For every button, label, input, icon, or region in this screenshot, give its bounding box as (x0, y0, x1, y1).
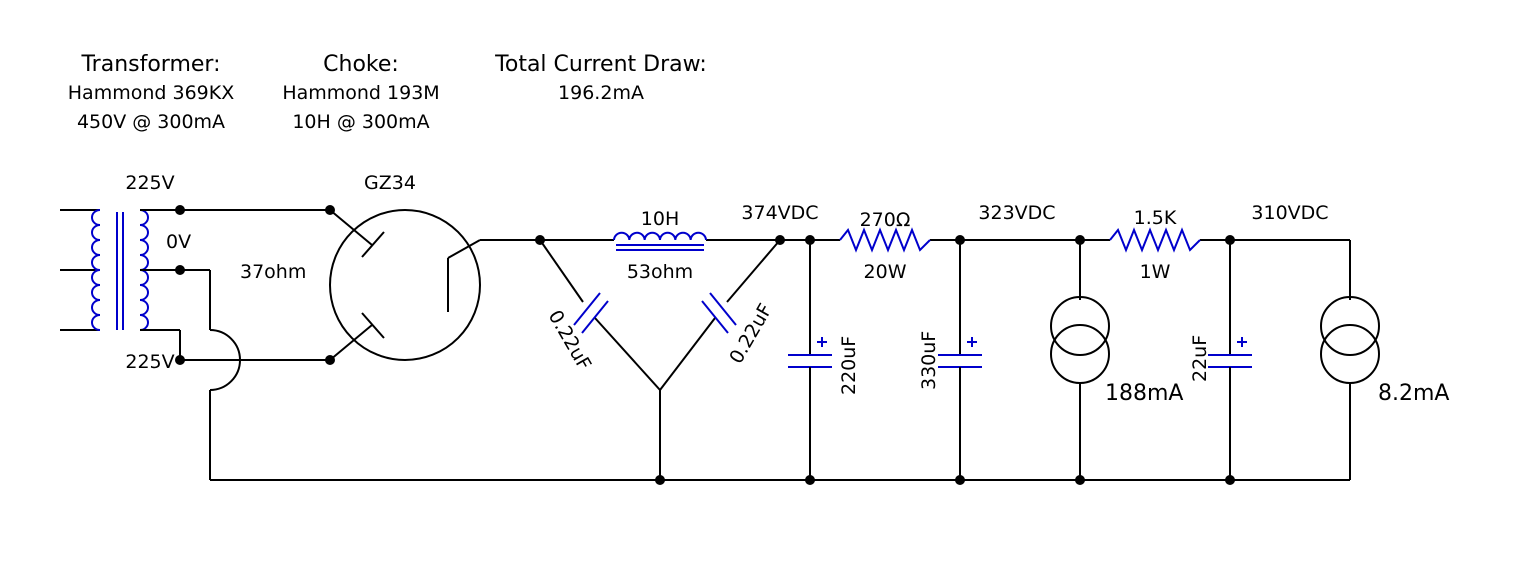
snubber-cap-right-label: 0.22uF (725, 300, 777, 368)
winding-resistance-label: 37ohm (240, 261, 306, 283)
tap-bottom-label: 225V (125, 351, 174, 373)
transformer-model: Hammond 369KX (68, 82, 234, 104)
resistor-1k5 (1109, 227, 1201, 253)
node2-voltage-label: 323VDC (978, 202, 1055, 224)
current-load-8-2ma (1320, 296, 1380, 480)
choke-title: Choke: (323, 52, 399, 77)
cap1-label: 220uF (838, 336, 860, 395)
current-load-188ma (1050, 240, 1110, 480)
snubber-capacitor-left (573, 292, 609, 334)
transformer-symbol (60, 209, 181, 360)
filter-capacitor-330uf (938, 240, 982, 480)
rectifier-tube (329, 209, 481, 361)
transformer-rating: 450V @ 300mA (77, 111, 225, 133)
cap3-label: 22uF (1189, 335, 1211, 382)
load1-label: 188mA (1105, 381, 1183, 406)
res1-power-label: 20W (864, 261, 907, 283)
total-current-value: 196.2mA (558, 82, 644, 104)
choke-inductance-label: 10H (641, 208, 679, 230)
res2-power-label: 1W (1140, 261, 1171, 283)
cap2-label: 330uF (918, 331, 940, 390)
snubber-network (539, 239, 781, 480)
tap-top-label: 225V (125, 172, 174, 194)
top-rail (480, 239, 1351, 300)
resistor-270-ohm (839, 227, 931, 253)
choke-resistance-label: 53ohm (627, 261, 693, 283)
node1-voltage-label: 374VDC (741, 202, 818, 224)
transformer-title: Transformer: (80, 52, 220, 77)
total-current-title: Total Current Draw: (494, 52, 707, 77)
res1-value-label: 270Ω (860, 209, 911, 231)
filter-capacitor-22uf (1208, 240, 1252, 480)
choke-rating: 10H @ 300mA (292, 111, 429, 133)
tap-center-label: 0V (166, 231, 191, 253)
choke-model: Hammond 193M (282, 82, 439, 104)
snubber-capacitor-right (701, 292, 737, 334)
secondary-wiring (180, 209, 330, 480)
junction-dots (175, 205, 1235, 485)
load2-label: 8.2mA (1378, 381, 1449, 406)
snubber-cap-left-label: 0.22uF (544, 307, 596, 375)
filter-capacitor-220uf (788, 240, 832, 480)
res2-value-label: 1.5K (1134, 207, 1177, 229)
node3-voltage-label: 310VDC (1251, 202, 1328, 224)
choke-inductor (613, 231, 707, 251)
rectifier-label: GZ34 (364, 172, 416, 194)
